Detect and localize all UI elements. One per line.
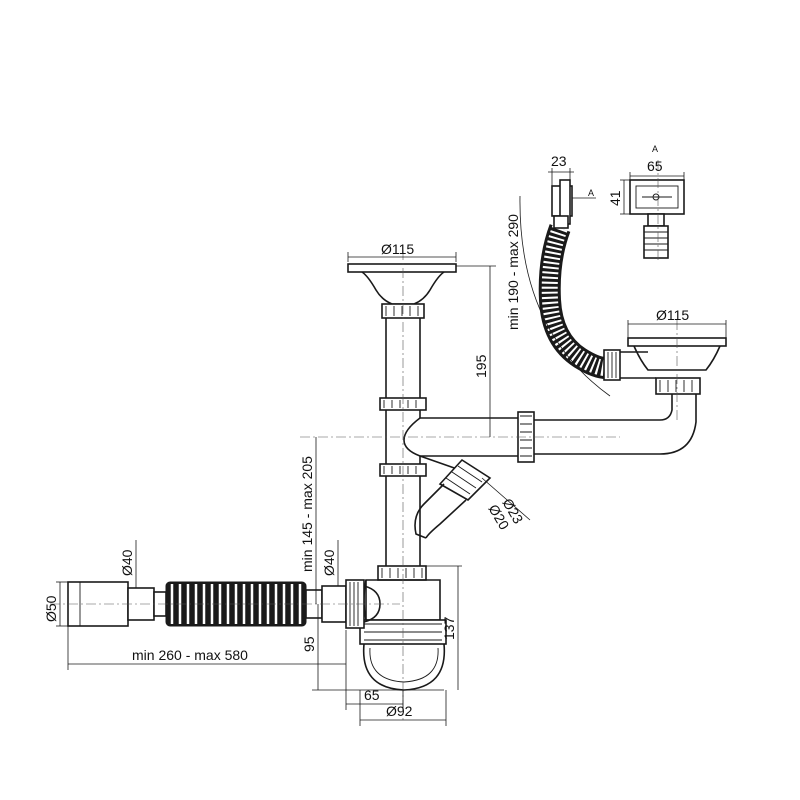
horizontal-branch-pipe [420,394,697,463]
label-outlet-height-95: 95 [301,636,317,652]
overflow-view-a [629,179,685,259]
label-trap-height-137: 137 [441,616,457,640]
label-height-195: 195 [473,354,489,378]
label-view-a-title: A [652,144,658,154]
label-branch-height: min 145 - max 205 [299,456,315,572]
label-strainer-top-diameter: Ø115 [381,241,414,257]
label-trap-inlet-d40: Ø40 [321,549,337,576]
label-trap-offset-65: 65 [364,687,380,703]
right-strainer [620,337,727,395]
label-grille-height: 41 [607,190,623,206]
label-strainer-right-diameter: Ø115 [656,307,689,323]
label-view-a-arrow: A [588,188,594,198]
label-overflow-width: 23 [551,153,567,169]
label-trap-diameter-92: Ø92 [386,703,413,719]
side-outlet [414,455,492,539]
label-grille-width: 65 [647,158,663,174]
vertical-standpipe [379,318,427,570]
label-flex-pipe-d50: Ø50 [43,595,59,622]
overflow-hose [538,179,621,381]
label-flex-pipe-length: min 260 - max 580 [132,647,248,663]
center-lines [50,160,678,720]
label-flex-pipe-d40: Ø40 [119,549,135,576]
left-strainer [347,263,457,319]
label-overflow-length: min 190 - max 290 [505,214,521,330]
dimension-lines [56,168,727,726]
